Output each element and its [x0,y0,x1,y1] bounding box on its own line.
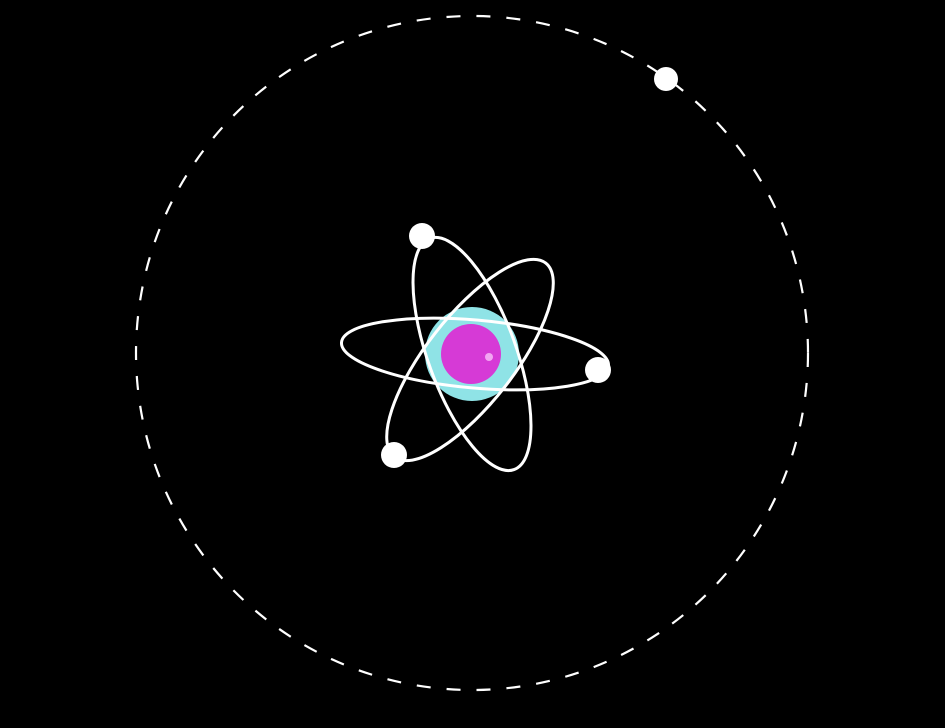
nucleus-highlight [485,353,493,361]
electron-icon-bottom-left [381,442,407,468]
electron-icon-top [409,223,435,249]
outer-dashed-orbit [134,14,810,692]
electron-icon-outer [654,67,678,91]
nucleus-icon [441,324,501,384]
electron-icon-right [585,357,611,383]
